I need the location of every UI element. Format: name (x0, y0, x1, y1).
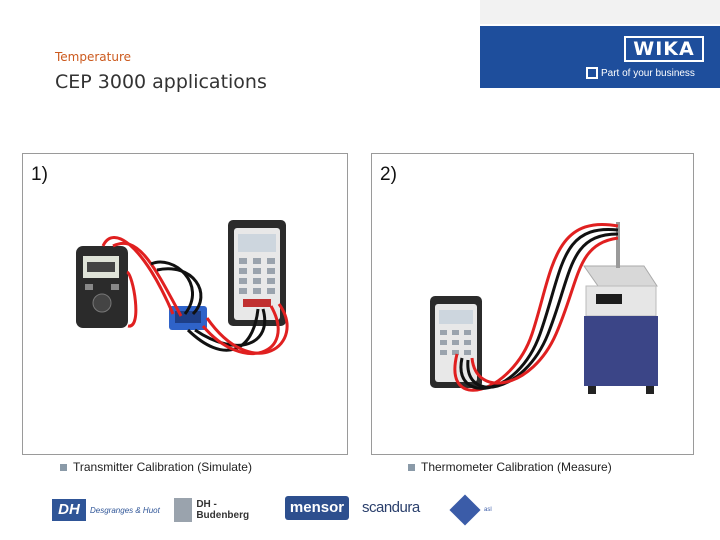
transmitter-calibration-illustration (76, 220, 289, 355)
partner-logo-dh-budenberg: DH - Budenberg (174, 492, 266, 528)
asl-logo-icon (449, 494, 481, 526)
caption-transmitter: Transmitter Calibration (Simulate) (60, 460, 252, 474)
caption-text: Thermometer Calibration (Measure) (421, 460, 612, 474)
wika-logo: WIKA (624, 36, 704, 62)
partner-logo-mensor: mensor (285, 492, 349, 528)
panel-transmitter-calibration: 1) (22, 153, 348, 455)
caption-thermometer: Thermometer Calibration (Measure) (408, 460, 612, 474)
tagline-square-icon (586, 67, 598, 79)
tagline-text: Part of your business (601, 67, 695, 79)
bullet-icon (60, 463, 67, 471)
budenberg-logo-mark (174, 498, 193, 522)
header-top-strip (480, 0, 720, 24)
partner-logo-asl: asl (449, 492, 534, 528)
handheld-calibrator-device (76, 246, 128, 328)
wika-logo-text: WIKA (626, 38, 702, 60)
cep3000-device (228, 220, 286, 326)
thermometer-calibration-illustration (430, 222, 658, 394)
partner-name: asl (484, 507, 492, 513)
partner-name: Desgranges & Huot (90, 505, 160, 515)
test-leads (453, 223, 619, 392)
panel-number: 2) (380, 164, 397, 185)
slide-title: CEP 3000 applications (55, 71, 267, 93)
partner-name: scandura (362, 499, 420, 516)
partner-logo-scandura: scandura (362, 492, 434, 528)
test-leads (101, 236, 289, 355)
caption-text: Transmitter Calibration (Simulate) (73, 460, 252, 474)
bullet-icon (408, 463, 415, 471)
dh-logo-mark: DH (52, 499, 86, 521)
panel-thermometer-calibration: 2) (371, 153, 694, 455)
slide-category: Temperature (55, 50, 132, 64)
panel-number: 1) (31, 164, 48, 185)
partner-name: DH - Budenberg (196, 499, 250, 521)
partner-name: mensor (285, 496, 349, 520)
dry-block-calibrator (583, 222, 658, 394)
brand-tagline: Part of your business (586, 66, 695, 80)
partner-logo-desgranges-huot: DH Desgranges & Huot (52, 492, 160, 528)
